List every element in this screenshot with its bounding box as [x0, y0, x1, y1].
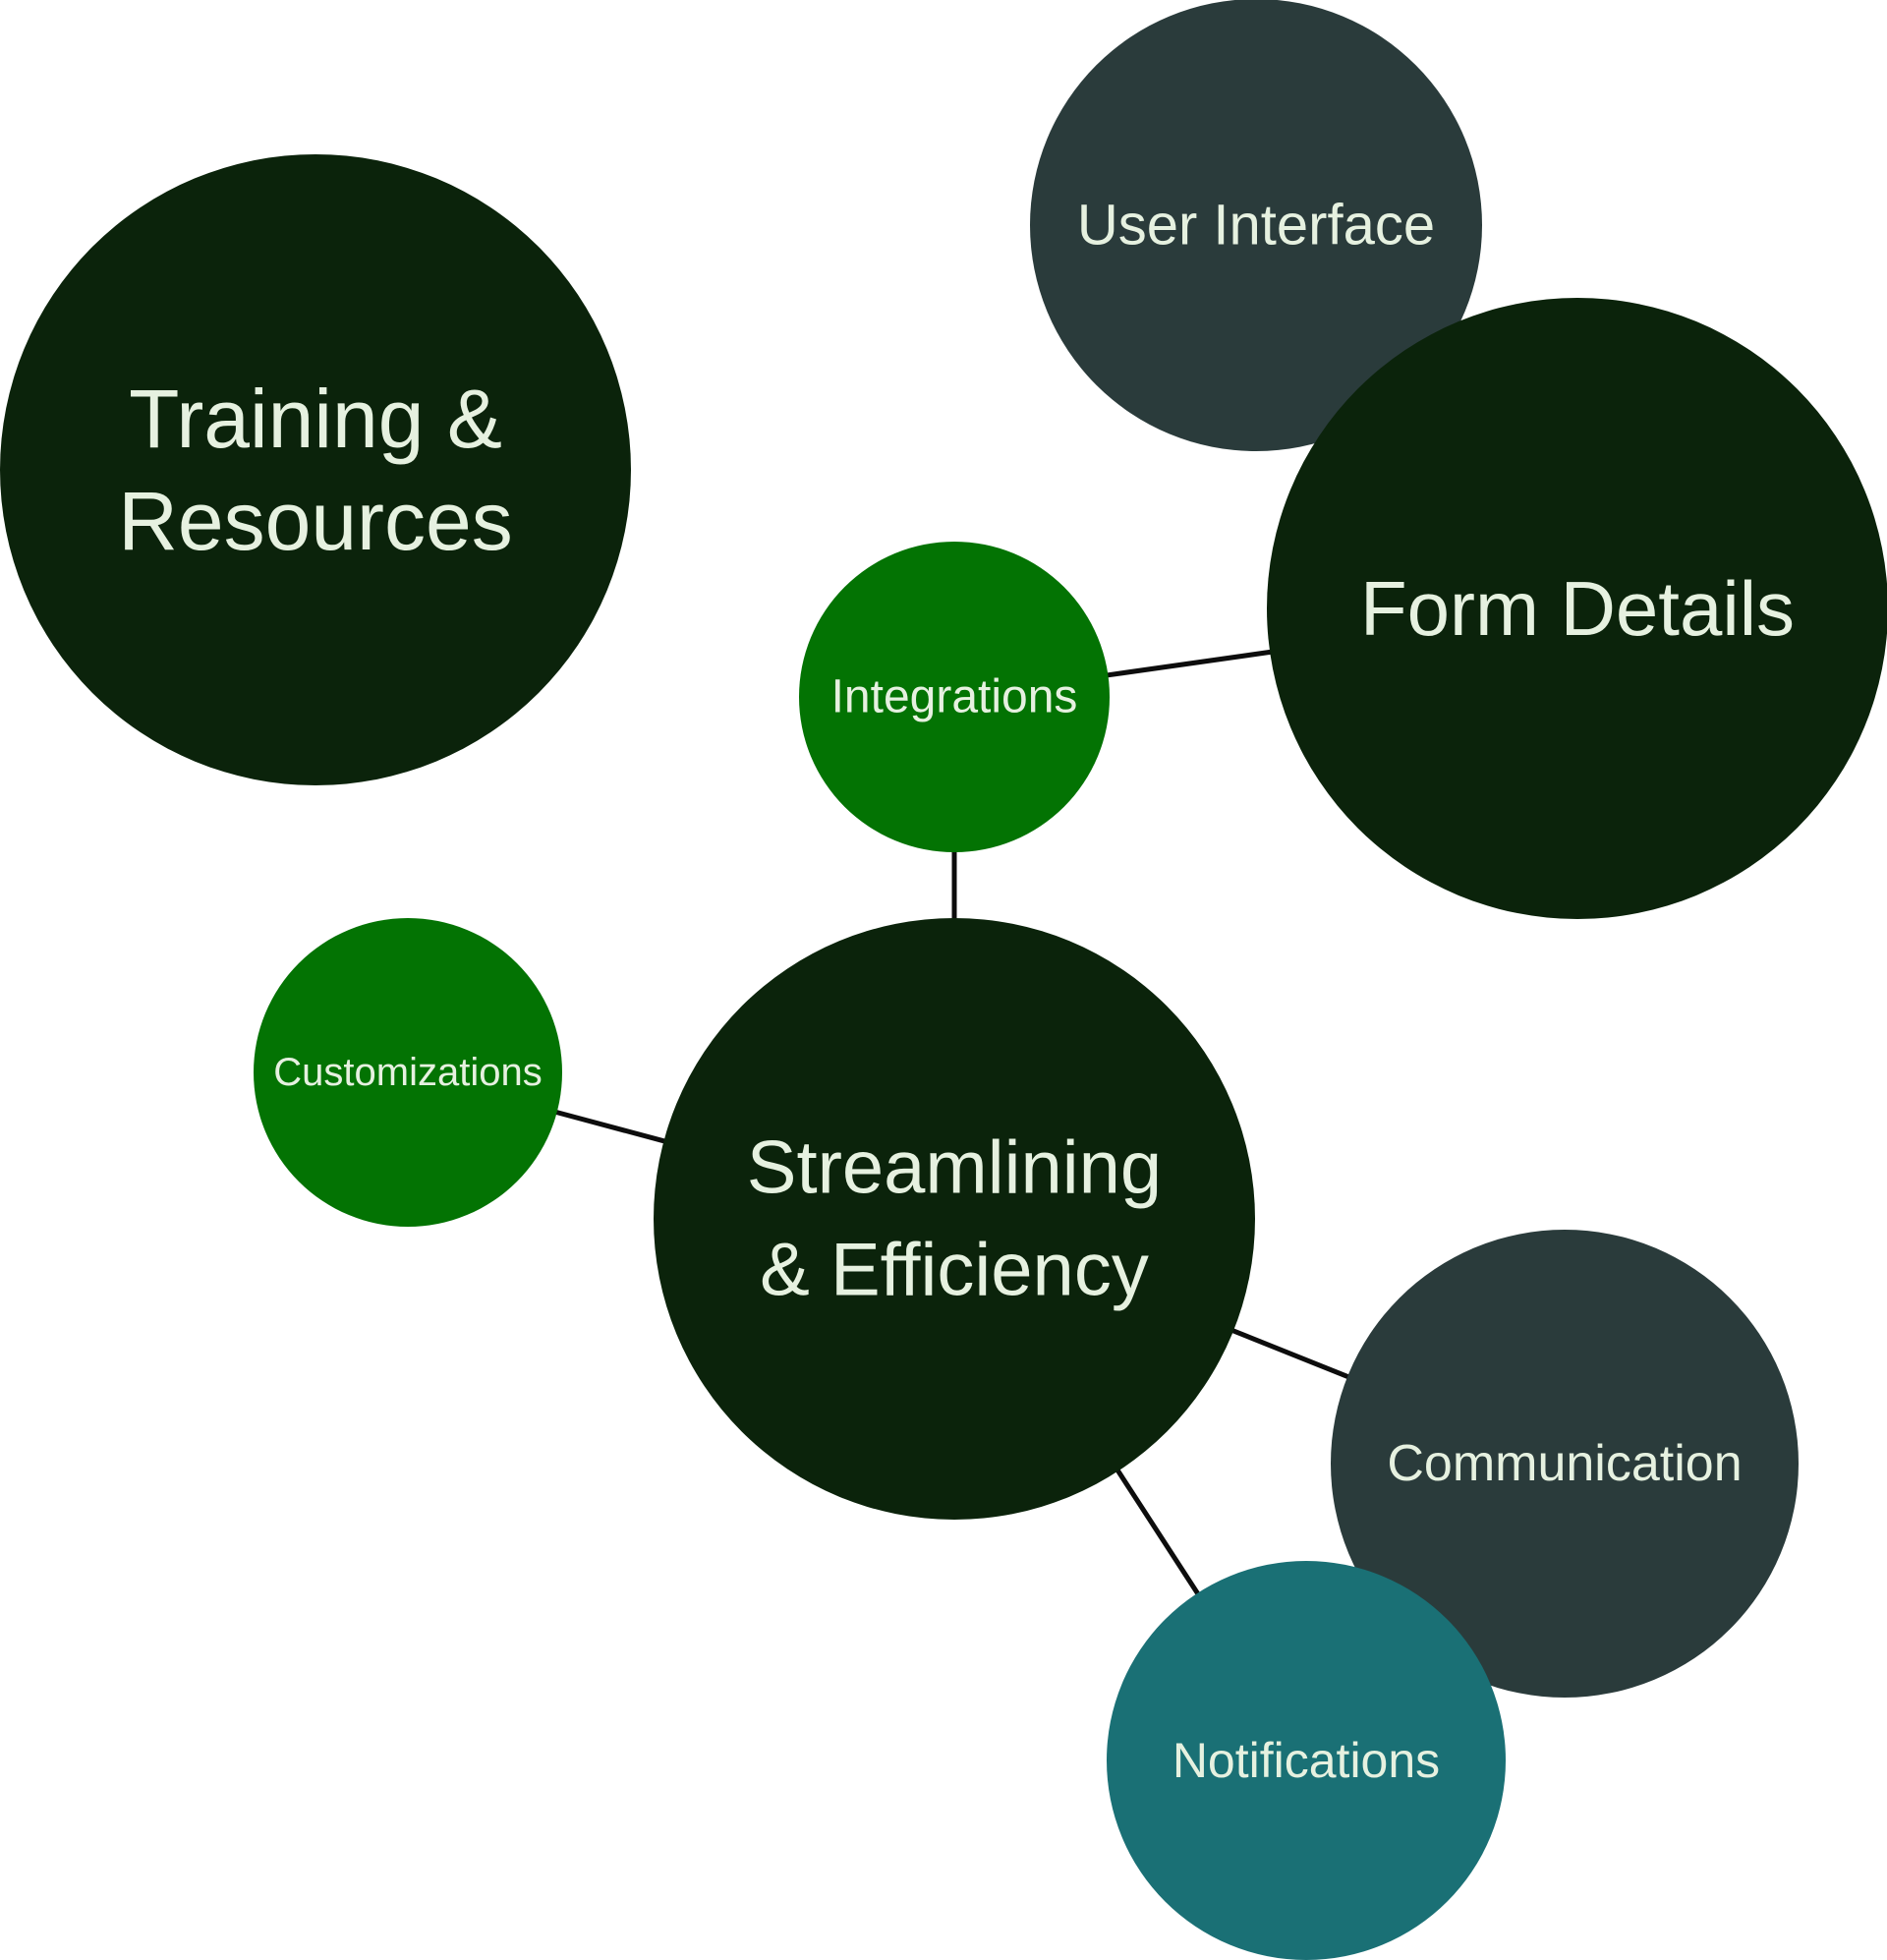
bubble-customizations: Customizations [254, 918, 562, 1227]
connector-streamlining-communication [1230, 1327, 1350, 1380]
bubble-label-training: Training & [129, 373, 502, 465]
bubble-label-notifications: Notifications [1172, 1733, 1440, 1788]
bubble-label-communication: Communication [1387, 1435, 1742, 1492]
bubble-communication: Communication [1331, 1230, 1799, 1698]
bubble-label-training: Resources [118, 475, 513, 567]
bubble-circle-form-details [1267, 298, 1887, 919]
bubble-notifications: Notifications [1107, 1561, 1506, 1960]
bubble-label-customizations: Customizations [273, 1051, 542, 1094]
bubble-streamlining: Streamlining & Efficiency [654, 918, 1255, 1520]
bubble-label-user-interface: User Interface [1077, 194, 1435, 258]
bubble-circle-training [0, 154, 631, 785]
bubble-circle-customizations [254, 918, 562, 1227]
bubble-circle-streamlining [654, 918, 1255, 1520]
bubble-training: Training & Resources [0, 154, 631, 785]
connector-customizations-streamlining [554, 1109, 667, 1144]
bubble-integrations: Integrations [799, 542, 1110, 852]
bubble-circle-integrations [799, 542, 1110, 852]
bubble-circle-user-interface [1030, 0, 1482, 451]
connector-integrations-form-details [1106, 649, 1273, 678]
bubble-label-streamlining: & Efficiency [760, 1229, 1149, 1312]
bubble-circle-communication [1331, 1230, 1799, 1698]
connector-streamlining-notifications [1115, 1468, 1201, 1596]
bubble-user-interface: User Interface [1030, 0, 1482, 451]
bubble-form-details: Form Details [1267, 298, 1887, 919]
bubble-circle-notifications [1107, 1561, 1506, 1960]
connector-layer [554, 649, 1350, 1596]
bubble-label-integrations: Integrations [831, 671, 1078, 723]
bubble-label-form-details: Form Details [1360, 565, 1795, 652]
bubble-label-streamlining: Streamlining [747, 1126, 1162, 1210]
